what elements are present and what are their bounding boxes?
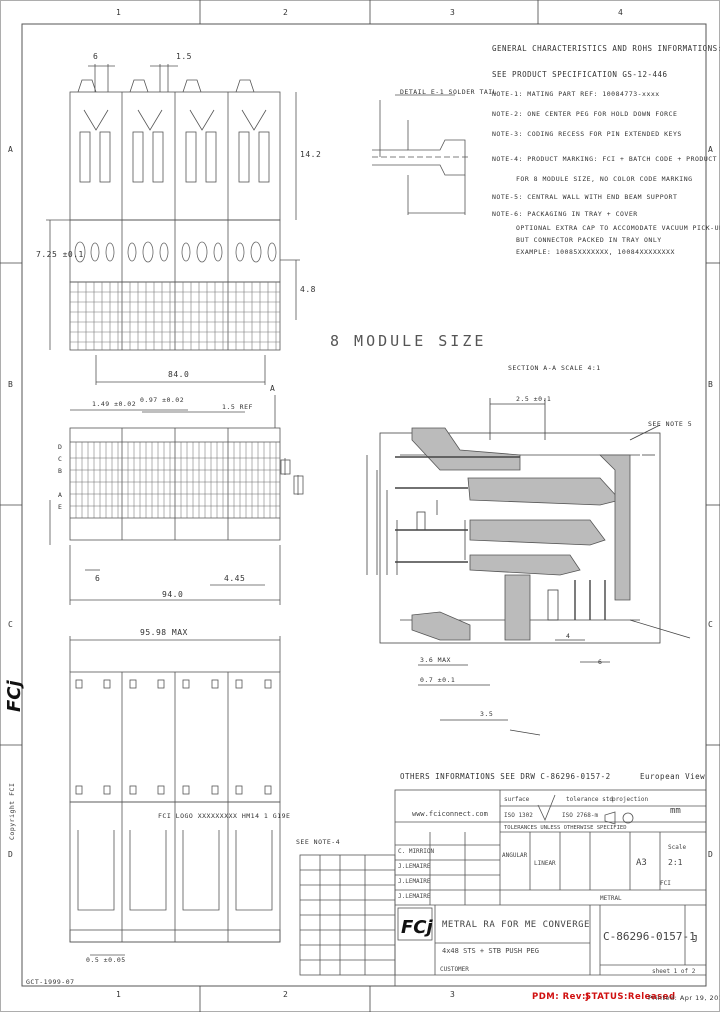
dim-4-45: 4.45 — [224, 574, 246, 583]
marking-text: FCI LOGO XXXXXXXXX HM14 1 G19E — [158, 812, 291, 820]
tb-website: www.fciconnect.com — [412, 810, 488, 818]
tb-title: METRAL RA FOR ME CONVERGE — [442, 920, 590, 930]
svg-text:FCj: FCj — [401, 917, 434, 938]
col-label-4: 4 — [618, 8, 624, 17]
fci-logo-graphic: FCj — [397, 907, 434, 941]
see-note-4: SEE NOTE-4 — [296, 838, 341, 846]
tb-name1: C. MIRRION — [398, 848, 435, 855]
row-label-left-c: C — [8, 620, 14, 629]
tb-sheet: sheet 1 of 2 — [652, 968, 696, 975]
tb-name3: J.LEMAIRE — [398, 878, 431, 885]
svg-text:FCj: FCj — [4, 679, 25, 712]
tb-scale-label: Scale — [668, 844, 687, 851]
tb-scale: 2:1 — [668, 858, 683, 867]
dim-0-5: 0.5 ±0.05 — [86, 956, 126, 964]
printed-date: Printed: Apr 19, 2011 — [648, 994, 720, 1002]
notes-header-1: GENERAL CHARACTERISTICS AND ROHS INFORMA… — [492, 44, 720, 53]
note-6b: OPTIONAL EXTRA CAP TO ACCOMODATE VACUUM … — [516, 224, 720, 232]
row-d: D — [58, 443, 63, 451]
tb-rev: J — [692, 934, 699, 945]
tb-angular: ANGULAR — [502, 852, 528, 859]
pdm-rev: PDM: Rev:J — [532, 992, 590, 1002]
note-1: NOTE-1: MATING PART REF: 10084773-xxxx — [492, 90, 660, 98]
note-4b: FOR 8 MODULE SIZE, NO COLOR CODE MARKING — [516, 175, 693, 183]
dim-3-5: 3.5 — [480, 710, 494, 718]
dim-95-98: 95.98 MAX — [140, 628, 188, 637]
detail-title: DETAIL E-1 SOLDER TAIL — [400, 88, 498, 96]
tb-linear: LINEAR — [534, 860, 556, 867]
col-label-1: 1 — [116, 8, 122, 17]
tb-iso2: ISO 2768-m — [562, 812, 599, 819]
dim-14-2: 14.2 — [300, 150, 322, 159]
european-view: European View — [640, 772, 706, 781]
tb-doc-number: C-86296-0157-1 — [603, 930, 696, 943]
row-label-left-a: A — [8, 145, 14, 154]
section-title: SECTION A-A SCALE 4:1 — [508, 364, 601, 372]
dim-A: A — [270, 384, 276, 393]
tb-tolerance: tolerance std — [566, 796, 613, 803]
tb-name4: J.LEMAIRE — [398, 893, 431, 900]
col-label-3: 3 — [450, 8, 456, 17]
col-label-bottom-2: 2 — [283, 990, 289, 999]
pdm-status: STATUS:Released — [585, 992, 676, 1002]
notes-header-2: SEE PRODUCT SPECIFICATION GS-12-446 — [492, 70, 668, 79]
row-b: B — [58, 467, 63, 475]
row-label-left-b: B — [8, 380, 14, 389]
row-label-right-c: C — [708, 620, 714, 629]
row-e: E — [58, 503, 63, 511]
dim-94: 94.0 — [162, 590, 184, 599]
dim-3-6: 3.6 MAX — [420, 656, 451, 664]
col-label-bottom-3: 3 — [450, 990, 456, 999]
see-note-5: SEE NOTE 5 — [648, 420, 693, 428]
form-number: GCT-1999-07 — [26, 978, 75, 986]
tb-projection: projection — [612, 796, 649, 803]
dim-1-5-ref: 1.5 REF — [222, 403, 253, 411]
row-label-right-b: B — [708, 380, 714, 389]
row-label-right-a: A — [708, 145, 714, 154]
row-label-right-d: D — [708, 850, 714, 859]
tb-format: A3 — [636, 858, 647, 868]
dim-0-7: 0.7 ±0.1 — [420, 676, 456, 684]
tb-surface: surface — [504, 796, 530, 803]
dim-4: 4 — [566, 632, 571, 640]
note-4: NOTE-4: PRODUCT MARKING: FCI + BATCH COD… — [492, 155, 720, 163]
row-c: C — [58, 455, 63, 463]
dim-7-25: 7.25 ±0.1 — [36, 250, 84, 259]
row-label-left-d: D — [8, 850, 14, 859]
dim-2-5: 2.5 ±0.1 — [516, 395, 552, 403]
dim-6b: 6 — [95, 574, 101, 583]
tb-product-family: METRAL — [600, 895, 622, 902]
tb-name2: J.LEMAIRE — [398, 863, 431, 870]
dim-1-5: 1.5 — [176, 52, 192, 61]
dim-4-8: 4.8 — [300, 285, 316, 294]
copyright: Copyright FCI — [8, 782, 16, 840]
tb-fci: FCI — [660, 880, 671, 887]
other-info: OTHERS INFORMATIONS SEE DRW C-86296-0157… — [400, 772, 611, 781]
dim-6c: 6 — [598, 658, 603, 666]
col-label-2: 2 — [283, 8, 289, 17]
tb-unit: mm — [670, 806, 681, 816]
row-a: A — [58, 491, 63, 499]
tb-customer: CUSTOMER — [440, 966, 469, 973]
dim-0-97: 0.97 ±0.02 — [140, 396, 185, 404]
fci-side-logo-graphic: FCj — [4, 679, 25, 712]
module-size-label: 8 MODULE SIZE — [330, 332, 487, 350]
note-3: NOTE-3: CODING RECESS FOR PIN EXTENDED K… — [492, 130, 682, 138]
tb-iso1: ISO 1302 — [504, 812, 533, 819]
dim-84: 84.0 — [168, 370, 190, 379]
tb-subtitle: 4x48 STS + STB PUSH PEG — [442, 947, 539, 955]
note-6c: BUT CONNECTOR PACKED IN TRAY ONLY — [516, 236, 662, 244]
dim-1-49: 1.49 ±0.02 — [92, 400, 137, 408]
note-6: NOTE-6: PACKAGING IN TRAY + COVER — [492, 210, 638, 218]
tb-tol-note: TOLERANCES UNLESS OTHERWISE SPECIFIED — [504, 825, 627, 831]
dim-6: 6 — [93, 52, 99, 61]
note-6d: EXAMPLE: 10085XXXXXXX, 10084XXXXXXXX — [516, 248, 675, 256]
note-5: NOTE-5: CENTRAL WALL WITH END BEAM SUPPO… — [492, 193, 678, 201]
note-2: NOTE-2: ONE CENTER PEG FOR HOLD DOWN FOR… — [492, 110, 678, 118]
col-label-bottom-1: 1 — [116, 990, 122, 999]
